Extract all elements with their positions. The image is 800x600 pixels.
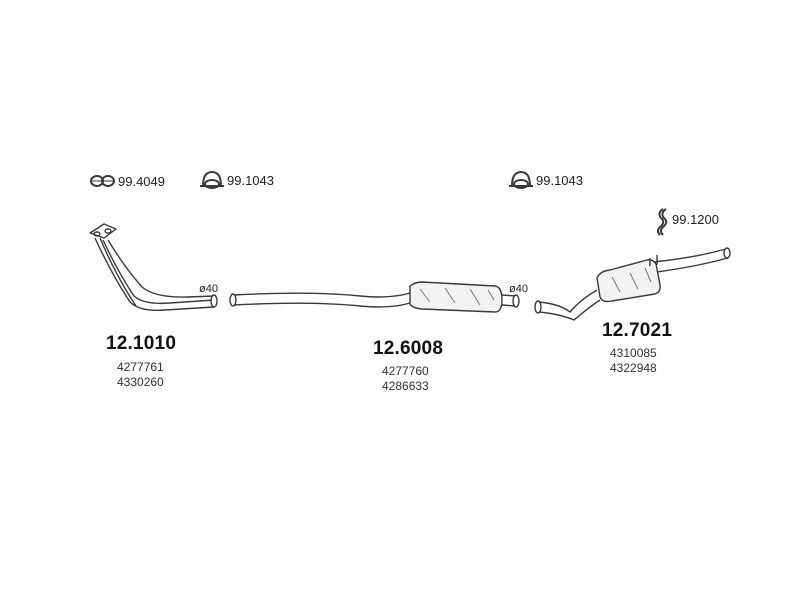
accessory-code-clamp-1: 99.1043 <box>227 173 274 188</box>
oem-number-front-pipe-2: 4330260 <box>117 375 164 389</box>
u-bolt-clamp-icon <box>200 170 224 189</box>
u-bolt-clamp-icon <box>509 170 533 189</box>
part-number-rear-silencer: 12.7021 <box>602 320 673 341</box>
double-ring-clamp-icon <box>90 175 115 187</box>
front-pipe-drawing <box>89 223 218 312</box>
oem-number-front-pipe-1: 4277761 <box>117 360 164 374</box>
accessory-code-clamp-2: 99.1043 <box>536 173 583 188</box>
part-number-front-pipe: 12.1010 <box>106 333 177 354</box>
pipe-diameter-label-1: ø40 <box>199 283 218 295</box>
oem-number-middle-pipe-2: 4286633 <box>382 379 429 393</box>
accessory-code-hanger: 99.1200 <box>672 212 719 227</box>
oem-number-rear-silencer-2: 4322948 <box>610 361 657 375</box>
oem-number-middle-pipe-1: 4277760 <box>382 364 429 378</box>
middle-pipe-drawing <box>229 281 520 313</box>
oem-number-rear-silencer-1: 4310085 <box>610 346 657 360</box>
pipe-diameter-label-2: ø40 <box>509 283 528 295</box>
part-number-middle-pipe: 12.6008 <box>373 338 444 359</box>
rear-silencer-drawing <box>534 247 731 321</box>
accessory-code-clamp-double: 99.4049 <box>118 174 165 189</box>
rubber-hanger-icon <box>657 208 668 236</box>
